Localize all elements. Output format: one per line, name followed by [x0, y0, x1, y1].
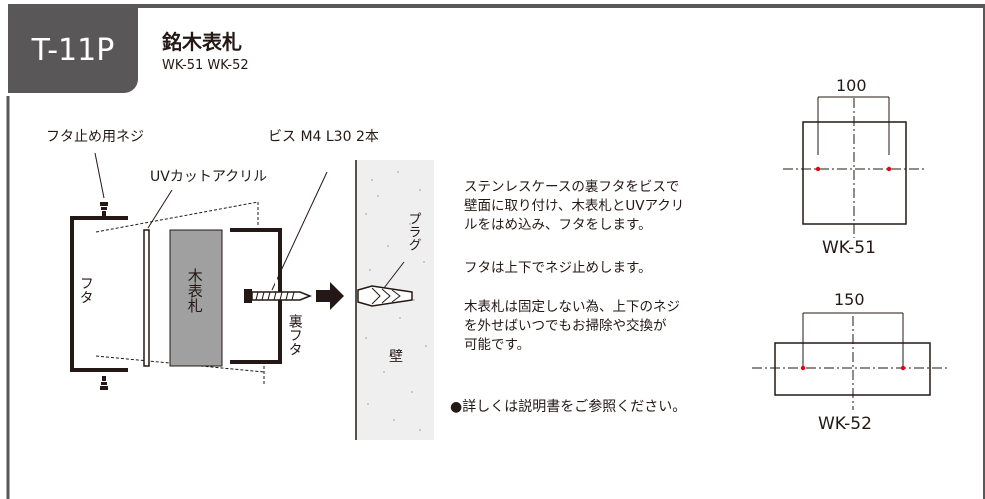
- product-code-badge: T-11P: [8, 8, 138, 93]
- wk52-width-label: 150: [834, 290, 865, 309]
- wk52-drawing: [752, 312, 950, 410]
- label-bis: ビス M4 L30 2本: [268, 129, 379, 145]
- wk51-width-label: 100: [836, 76, 867, 95]
- bottom-screw-icon: [100, 376, 108, 390]
- product-title: 銘木表札: [162, 30, 242, 54]
- wall-texture: [365, 171, 427, 431]
- top-screw-icon: [100, 202, 108, 216]
- label-front-lid: フタ: [77, 276, 94, 304]
- plug-leader: [383, 261, 405, 289]
- label-back-lid: 裏フタ: [286, 314, 303, 356]
- guide-top: [95, 201, 259, 233]
- wk51-drawing: [783, 96, 926, 238]
- wk52-model-label: WK-52: [818, 414, 872, 434]
- screw-leader: [94, 152, 105, 199]
- wooden-nameplate: [169, 229, 223, 367]
- guide-bottom: [95, 355, 265, 373]
- wk51-model-label: WK-51: [822, 238, 876, 258]
- arrow-right-icon: [316, 282, 344, 310]
- description-paragraph-3: 木表札は固定しない為、上下のネジ を外せばいつでもお掃除や交換が 可能です。: [464, 299, 680, 353]
- front-lid-outer: [70, 216, 128, 372]
- acrylic-leader: [147, 189, 173, 229]
- model-numbers: WK-51 WK-52: [162, 58, 249, 73]
- label-nameplate: 木表札: [185, 268, 204, 313]
- label-wall: 壁: [389, 349, 403, 365]
- header-bar: [8, 4, 985, 8]
- bis-screw-icon: [244, 289, 313, 303]
- plug-icon: [357, 285, 413, 307]
- acrylic-plate: [143, 229, 150, 367]
- label-lid-screw: フタ止め用ネジ: [46, 129, 144, 145]
- front-lid-inner: [75, 221, 124, 367]
- manual-note: ●詳しくは説明書をご参照ください。: [450, 399, 687, 415]
- description-paragraph-2: フタは上下でネジ止めします。: [464, 260, 652, 276]
- label-plug: プラグ: [405, 212, 421, 251]
- description-paragraph-1: ステンレスケースの裏フタをビスで 壁面に取り付け、木表札とUVアクリ ルをはめ込…: [464, 179, 685, 233]
- label-uv-acrylic: UVカットアクリル: [150, 169, 268, 185]
